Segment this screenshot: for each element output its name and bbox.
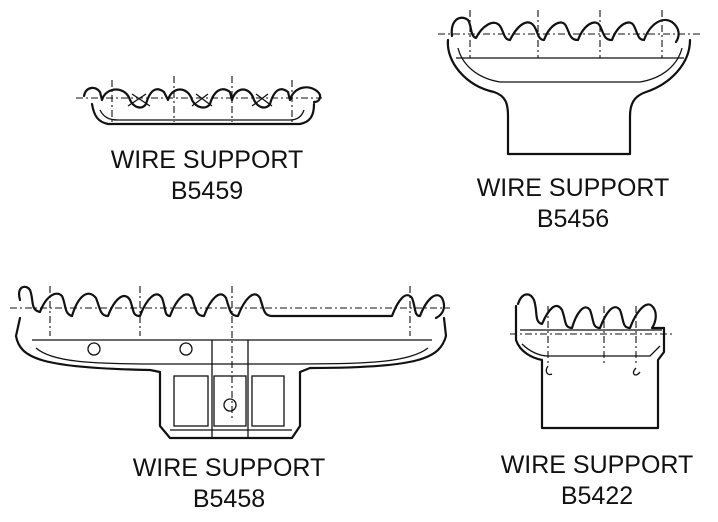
part-name: WIRE SUPPORT [500, 451, 694, 479]
part-label-b5459: WIRE SUPPORT B5459 [96, 145, 318, 207]
part-name: WIRE SUPPORT [476, 174, 670, 202]
part-number: B5422 [560, 482, 634, 510]
part-number: B5456 [536, 205, 610, 233]
wire-support-b5422-drawing [510, 293, 672, 430]
wire-support-b5459-drawing [76, 76, 322, 126]
part-label-b5456: WIRE SUPPORT B5456 [462, 173, 684, 235]
wire-support-b5456-drawing [438, 10, 700, 156]
part-number: B5459 [170, 177, 244, 205]
part-label-b5422: WIRE SUPPORT B5422 [486, 450, 708, 512]
part-number: B5458 [192, 485, 266, 513]
wire-support-b5458-drawing [10, 285, 450, 440]
part-label-b5458: WIRE SUPPORT B5458 [118, 453, 340, 515]
part-name: WIRE SUPPORT [132, 454, 326, 482]
part-name: WIRE SUPPORT [110, 146, 304, 174]
